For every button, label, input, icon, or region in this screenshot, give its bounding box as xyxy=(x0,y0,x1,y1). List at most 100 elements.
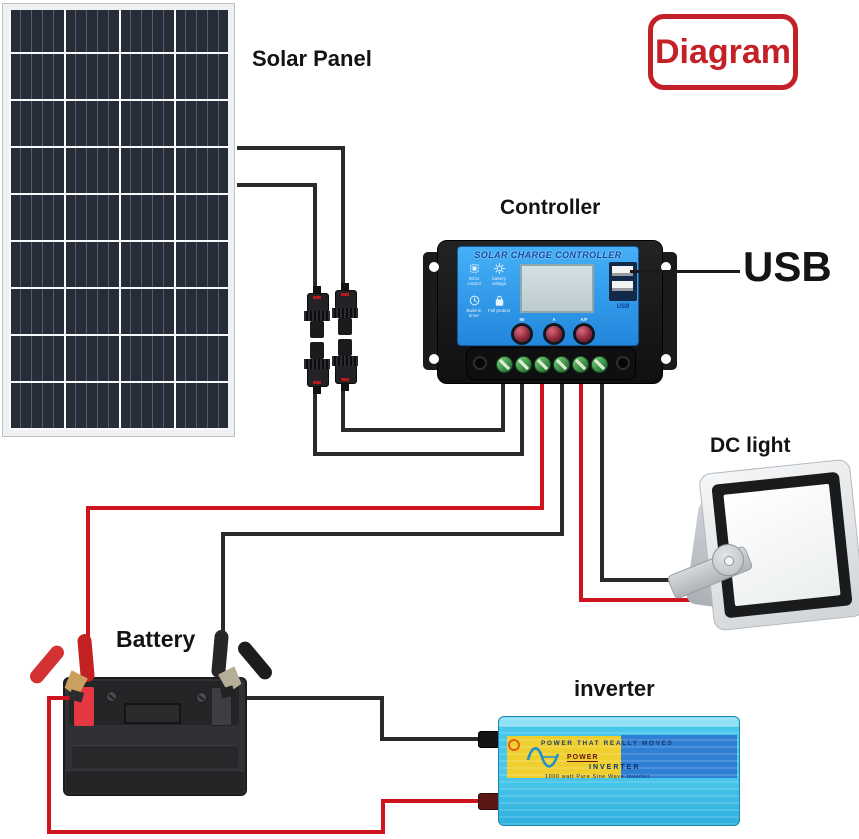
wire-connector-right-down xyxy=(341,386,345,432)
wire-inverter-red-down xyxy=(47,696,51,834)
wire-pv1-vertical xyxy=(341,146,345,288)
inverter-slogan: POWER THAT REALLY MOVES xyxy=(541,740,674,747)
wire-battery-black-drop xyxy=(221,532,225,638)
red-alligator-clip xyxy=(27,633,102,706)
mount-hole xyxy=(661,262,671,272)
clip-tip xyxy=(219,685,236,699)
dc-light-label: DC light xyxy=(710,434,791,457)
inverter-positive-terminal xyxy=(478,793,500,810)
wire-load-red-horizontal xyxy=(579,598,691,602)
wire-pv-to-terminal2-horizontal xyxy=(313,452,524,456)
inverter: POWER THAT REALLY MOVES POWER INVERTER 1… xyxy=(478,714,742,830)
usb-ports xyxy=(609,262,637,301)
screw-icon xyxy=(196,692,207,703)
strip-hole xyxy=(473,356,487,370)
wire-load-red-vertical xyxy=(579,381,583,602)
usb-callout-line xyxy=(630,270,740,273)
screw-icon xyxy=(106,691,117,702)
strip-hole xyxy=(616,356,630,370)
wire-pv-to-terminal1-horizontal xyxy=(341,428,505,432)
feature-timer: Build-in timer xyxy=(462,294,486,318)
wire-terminal1-vertical xyxy=(501,381,505,432)
clip-handle xyxy=(27,642,67,687)
terminal-screw xyxy=(515,356,532,373)
terminal-screw xyxy=(572,356,589,373)
button-label: A/F xyxy=(580,317,588,322)
wire-pv2-vertical xyxy=(313,183,317,293)
controller-label: Controller xyxy=(500,196,601,219)
mount-hole xyxy=(429,354,439,364)
usb-port xyxy=(612,266,633,276)
terminal-screw xyxy=(553,356,570,373)
wire-terminal4-black-vertical xyxy=(560,381,564,536)
wire-terminal3-red-vertical xyxy=(540,381,544,510)
mc4-connector-icon xyxy=(304,286,330,340)
wire-connector-left-down xyxy=(313,390,317,456)
mc4-connector-icon xyxy=(332,283,358,337)
wire-inverter-red-up xyxy=(381,799,385,834)
clip-tip xyxy=(68,689,85,703)
solar-panel-label: Solar Panel xyxy=(252,46,372,71)
button-label: A xyxy=(552,317,556,322)
terminal-strip xyxy=(466,347,636,380)
wire-inverter-red-in xyxy=(381,799,482,803)
mc4-connector-icon xyxy=(332,337,358,391)
solar-panel-cells xyxy=(9,10,228,430)
battery-ridge xyxy=(66,770,244,793)
feature-voltage: battery voltage xyxy=(487,262,511,286)
terminal-screw xyxy=(534,356,551,373)
feature-protect: Full protect xyxy=(487,294,511,313)
battery-label: Battery xyxy=(116,626,196,652)
wire-pv2-horizontal xyxy=(237,183,317,187)
usb-port xyxy=(612,281,633,291)
inverter-body: POWER THAT REALLY MOVES POWER INVERTER 1… xyxy=(498,716,740,826)
sine-wave-icon xyxy=(526,747,560,768)
controller-faceplate: SOLAR CHARGE CONTROLLER MCU control batt… xyxy=(457,246,639,346)
lcd-screen xyxy=(520,264,594,313)
charge-controller: SOLAR CHARGE CONTROLLER MCU control batt… xyxy=(423,240,677,384)
inverter-badge-icon xyxy=(508,739,520,751)
wire-battery-red-drop xyxy=(86,506,90,654)
inverter-label: inverter xyxy=(574,676,655,701)
black-alligator-clip xyxy=(200,629,275,702)
mc4-connector-icon xyxy=(304,340,330,394)
wire-pv1-horizontal xyxy=(237,146,345,150)
wire-terminal2-vertical xyxy=(520,381,524,456)
inverter-negative-terminal xyxy=(478,731,500,748)
wire-inverter-red-bottom xyxy=(47,830,385,834)
diagram-badge: Diagram xyxy=(648,14,798,90)
wire-load-black-horizontal xyxy=(600,578,689,582)
clip-handle xyxy=(235,638,275,683)
mount-hole xyxy=(661,354,671,364)
button-label: MI xyxy=(519,317,525,322)
clock-icon xyxy=(469,295,479,306)
floodlight-pivot xyxy=(712,544,744,576)
wire-battery-black-horizontal xyxy=(221,532,564,536)
mount-hole xyxy=(429,262,439,272)
controller-button[interactable] xyxy=(514,326,530,342)
gear-icon xyxy=(493,263,505,274)
battery-ridge xyxy=(72,745,238,768)
usb-label: USB xyxy=(743,243,832,290)
inverter-spec-line: 1000 watt Pure Sine Wave Inverter xyxy=(545,774,650,780)
dc-light xyxy=(660,458,859,640)
inverter-brand-power: POWER xyxy=(567,754,599,762)
wire-inverter-red-stub xyxy=(47,696,82,700)
wire-load-black-vertical xyxy=(600,381,604,582)
wire-inverter-black-down xyxy=(380,696,384,741)
wire-inverter-black-out xyxy=(236,696,384,700)
usb-logo-text: USB xyxy=(616,304,630,310)
controller-title: SOLAR CHARGE CONTROLLER xyxy=(474,250,622,260)
solar-panel xyxy=(2,3,235,437)
terminal-screw xyxy=(591,356,608,373)
wire-battery-red-horizontal xyxy=(86,506,544,510)
chip-icon xyxy=(469,264,479,273)
terminal-screw xyxy=(496,356,513,373)
controller-button[interactable] xyxy=(546,326,562,342)
battery-label-recess xyxy=(124,703,181,724)
controller-button[interactable] xyxy=(576,326,592,342)
floodlight-lens xyxy=(723,483,841,607)
feature-mcu: MCU control xyxy=(462,262,486,286)
lock-icon xyxy=(495,295,503,306)
